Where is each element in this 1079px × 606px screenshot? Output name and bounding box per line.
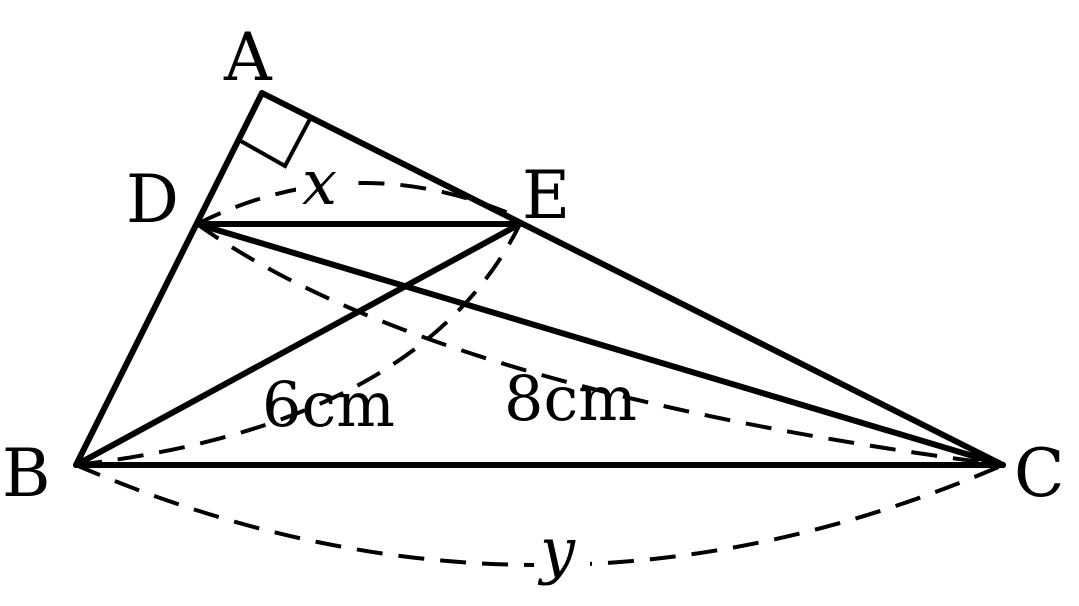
segment-ac	[259, 90, 1006, 468]
right-angle-marker	[238, 118, 312, 169]
label-point-c: C	[1014, 435, 1065, 512]
label-x: x	[302, 146, 337, 219]
label-y: y	[537, 514, 576, 587]
arc-be-6cm	[75, 223, 522, 467]
label-y-backing	[534, 526, 590, 596]
label-6cm: 6cm	[262, 368, 395, 441]
label-x-backing	[296, 150, 354, 202]
segment-cd	[194, 221, 1006, 468]
segment-ab	[73, 90, 265, 468]
label-8cm: 8cm	[504, 362, 637, 435]
arc-cd-8cm	[195, 222, 1004, 467]
label-point-d: D	[126, 161, 179, 238]
segment-be	[73, 221, 523, 468]
arc-x-de	[196, 180, 521, 226]
label-point-e: E	[522, 157, 570, 234]
label-point-a: A	[223, 19, 273, 96]
label-point-b: B	[2, 435, 51, 512]
